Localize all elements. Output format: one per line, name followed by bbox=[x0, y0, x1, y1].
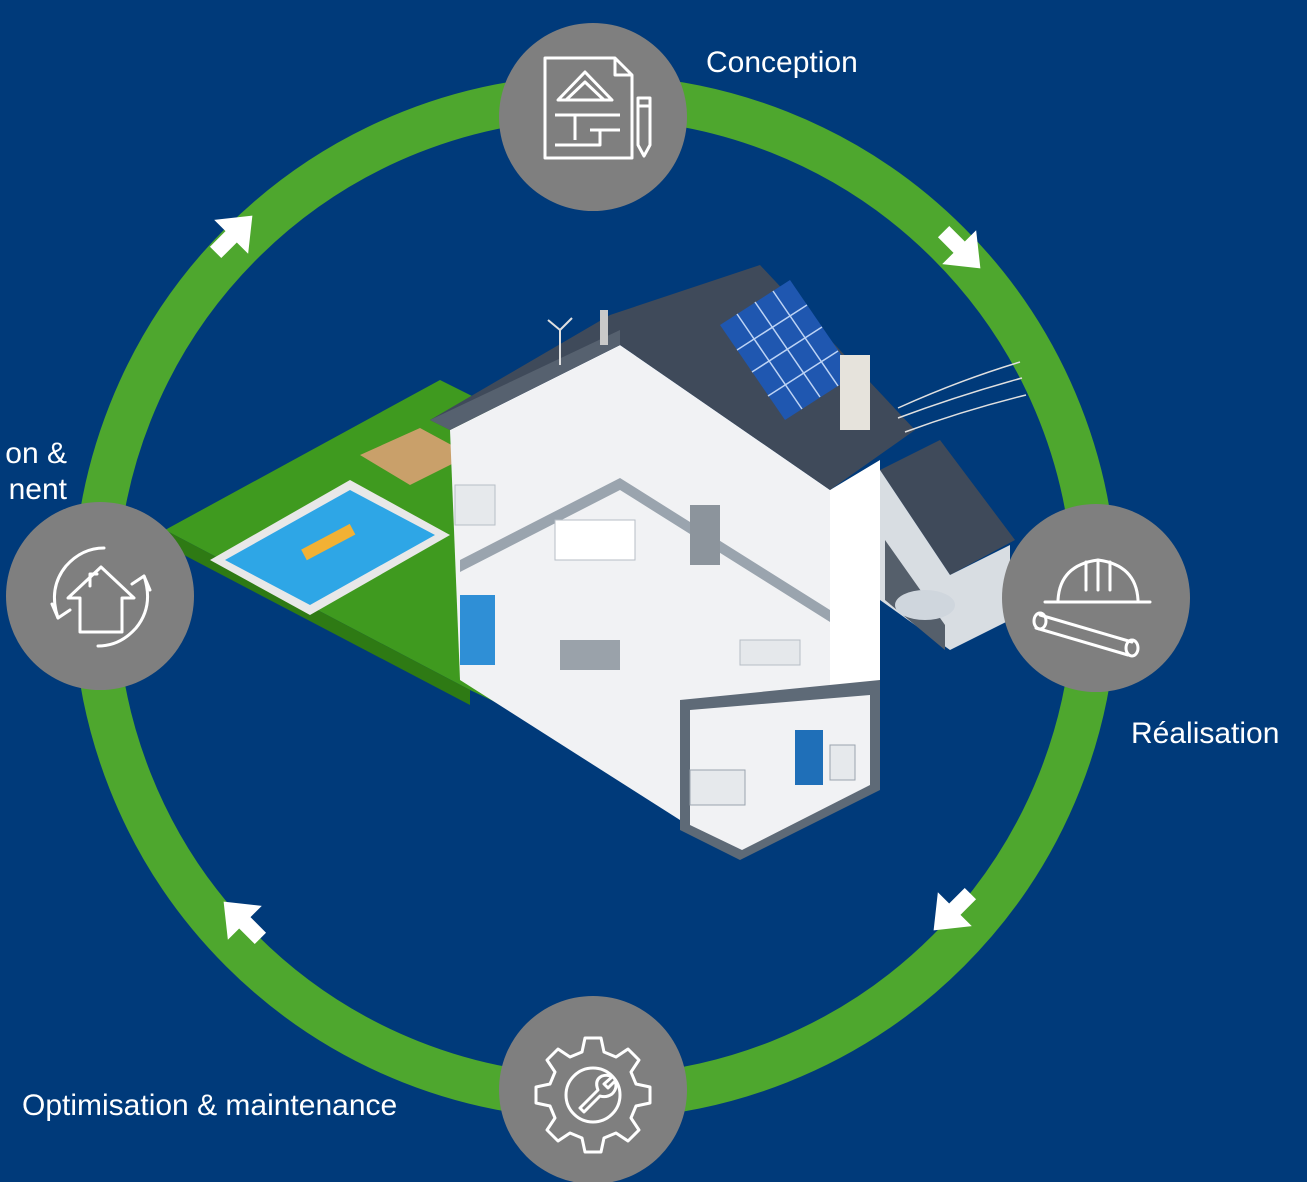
wind-turbine bbox=[547, 317, 573, 365]
stage-label-conception: Conception bbox=[706, 46, 858, 79]
garage-roof bbox=[880, 440, 1015, 575]
blueprint-pencil-icon bbox=[543, 56, 652, 160]
stage-label-renovation-line-2: nent bbox=[8, 473, 67, 506]
stage-label-renovation: on & nent bbox=[5, 436, 67, 508]
house-cycle-icon bbox=[50, 546, 152, 648]
stage-label-realisation: Réalisation bbox=[1131, 717, 1280, 750]
hard-hat-plans-icon bbox=[1032, 558, 1152, 658]
stage-label-renovation-line-1: on & bbox=[5, 437, 67, 470]
stage-label-optimisation: Optimisation & maintenance bbox=[22, 1089, 398, 1122]
house-wall-right bbox=[830, 460, 880, 705]
power-lines bbox=[897, 361, 1027, 433]
stage-node-optimisation bbox=[499, 996, 687, 1182]
stage-node-renovation bbox=[6, 502, 194, 690]
gear-wrench-icon bbox=[534, 1036, 652, 1154]
stage-node-realisation bbox=[1002, 504, 1190, 692]
chimney bbox=[840, 355, 870, 430]
house-illustration bbox=[165, 265, 1027, 860]
solar-panel bbox=[720, 280, 855, 420]
pool-deck bbox=[360, 428, 470, 485]
stage-node-conception bbox=[499, 23, 687, 211]
